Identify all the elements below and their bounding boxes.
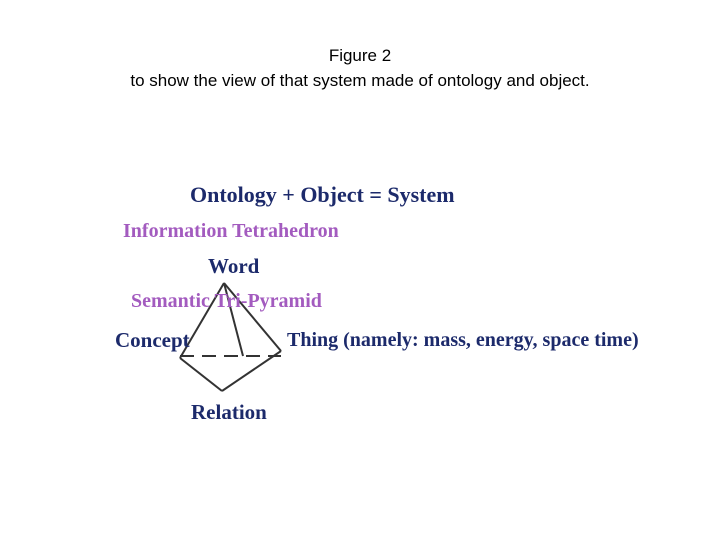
edge-apex-right (223, 282, 282, 352)
edge-left-bottom (179, 357, 223, 392)
edge-apex-left (179, 282, 225, 359)
vertex-label-thing: Thing (namely: mass, energy, space time) (287, 329, 639, 351)
figure-caption: to show the view of that system made of … (130, 71, 590, 90)
equation-label: Ontology + Object = System (190, 182, 455, 207)
tetrahedron-label: Information Tetrahedron (123, 220, 339, 242)
edge-right-bottom (221, 350, 282, 392)
apex-label-word: Word (208, 254, 260, 278)
pyramid-label: Semantic Tri-Pyramid (131, 290, 322, 312)
vertex-label-relation: Relation (191, 400, 267, 424)
figure-title: Figure 2 (328, 46, 392, 65)
vertex-label-concept: Concept (115, 328, 190, 352)
edge-apex-back (223, 282, 244, 357)
